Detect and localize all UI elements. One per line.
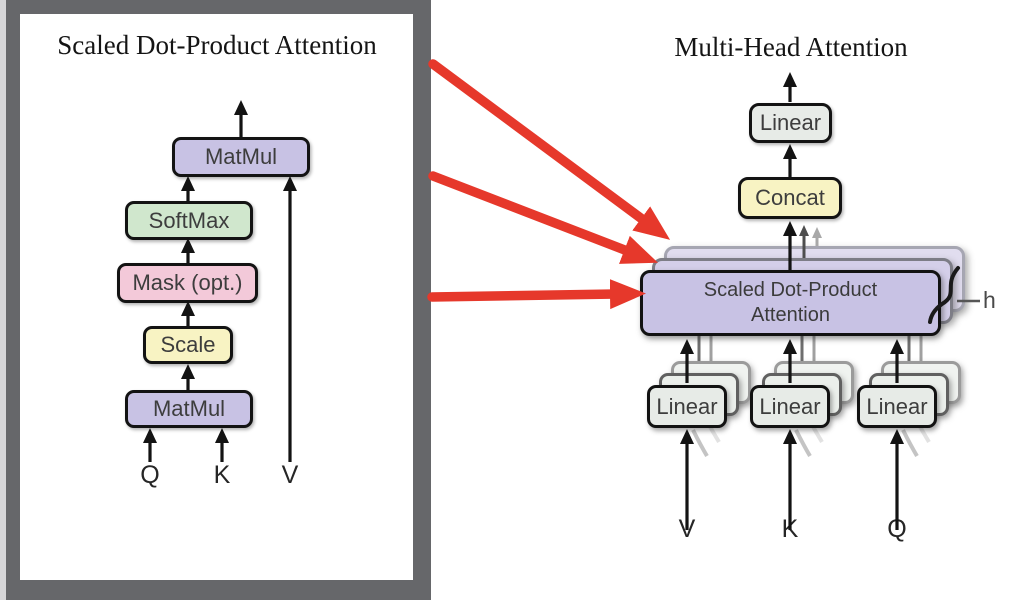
linear-q-box: Linear — [857, 385, 937, 428]
concat-box: Concat — [738, 177, 842, 219]
head-count-label: h — [983, 287, 996, 313]
left-panel-title: Scaled Dot-Product Attention — [57, 30, 377, 60]
v-input-label-right: V — [678, 515, 696, 543]
matmul-top-box: MatMul — [172, 137, 310, 177]
red-annotation-arrows — [427, 59, 671, 310]
sdpa-box: Scaled Dot-Product Attention — [640, 270, 941, 336]
red-annotation-arrow-2 — [428, 171, 658, 264]
scale-box: Scale — [143, 326, 233, 364]
linear-v-box: Linear — [647, 385, 727, 428]
right-panel-title: Multi-Head Attention — [674, 32, 908, 62]
linear-output-box: Linear — [749, 103, 832, 143]
matmul-bottom-box: MatMul — [125, 390, 253, 428]
red-annotation-arrow-1 — [428, 59, 671, 240]
softmax-box: SoftMax — [125, 201, 253, 240]
q-input-label-left: Q — [140, 461, 160, 489]
k-input-label-left: K — [213, 461, 231, 489]
left-panel-frame — [6, 0, 431, 600]
sdpa-label-line2: Attention — [751, 304, 830, 326]
sdpa-label-line1: Scaled Dot-Product — [703, 279, 878, 301]
red-annotation-arrow-3 — [427, 279, 646, 310]
q-input-label-right: Q — [887, 515, 907, 543]
page-edge-strip — [0, 0, 6, 600]
linear-k-box: Linear — [750, 385, 830, 428]
v-input-label-left: V — [281, 461, 299, 489]
k-input-label-right: K — [781, 515, 799, 543]
mask-box: Mask (opt.) — [117, 263, 258, 303]
